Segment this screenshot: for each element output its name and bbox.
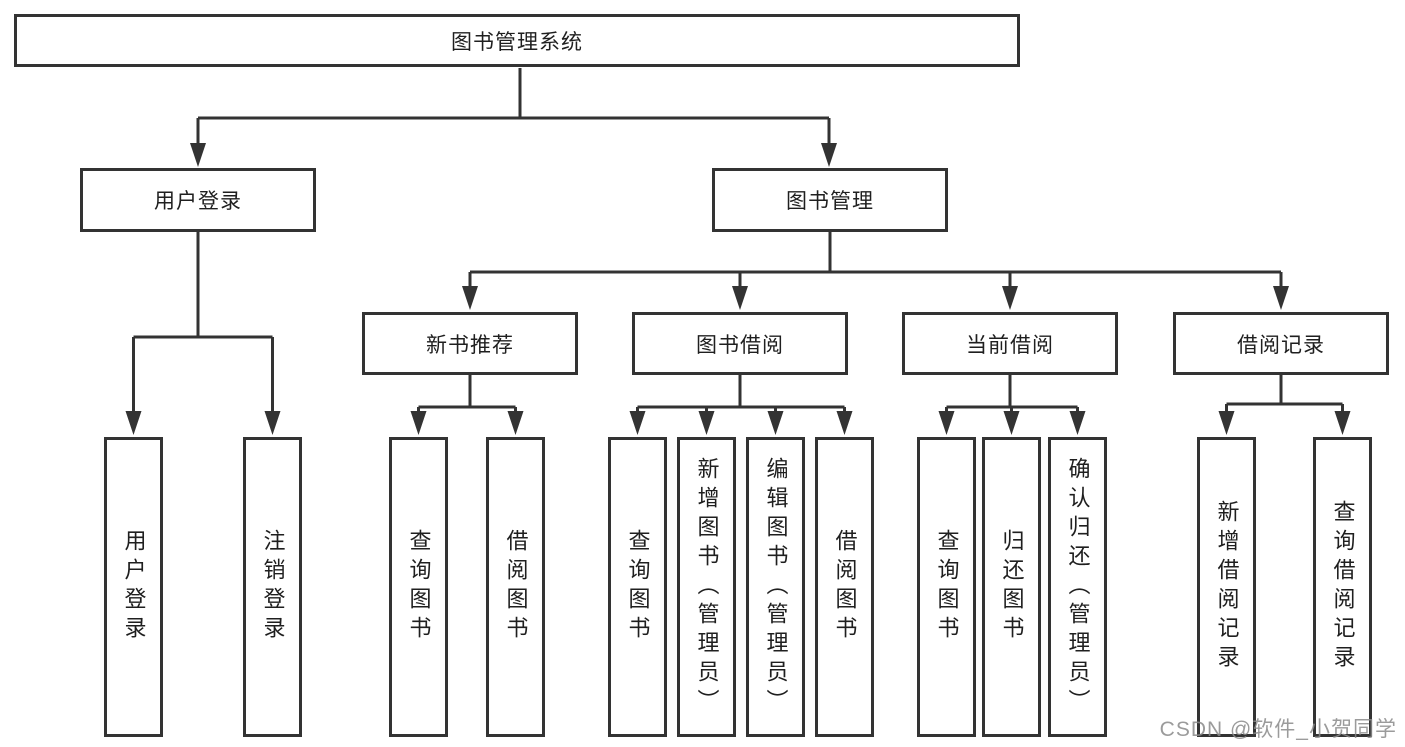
node-book-borrow-label: 图书借阅 bbox=[696, 333, 784, 357]
arrowhead bbox=[1218, 411, 1235, 435]
arrowhead bbox=[264, 411, 281, 435]
leaf-current-confirm-return-admin-label: 确认归还（管理员） bbox=[1065, 456, 1091, 718]
leaf-borrow-edit-books-admin: 编辑图书（管理员） bbox=[746, 437, 805, 737]
arrowhead bbox=[410, 411, 427, 435]
leaf-logout: 注销登录 bbox=[243, 437, 302, 737]
arrowhead bbox=[698, 411, 715, 435]
leaf-current-query-books-label: 查询图书 bbox=[934, 529, 960, 645]
leaf-borrow-add-books-admin: 新增图书（管理员） bbox=[677, 437, 736, 737]
leaf-borrow-query-books-label: 查询图书 bbox=[625, 529, 651, 645]
node-user-login: 用户登录 bbox=[80, 168, 316, 232]
leaf-newbook-query-books-label: 查询图书 bbox=[406, 529, 432, 645]
arrowhead bbox=[1002, 286, 1018, 310]
node-root-system-label: 图书管理系统 bbox=[451, 30, 583, 54]
leaf-current-return-books-label: 归还图书 bbox=[999, 529, 1025, 645]
leaf-records-add-record-label: 新增借阅记录 bbox=[1214, 500, 1240, 674]
arrowhead bbox=[507, 411, 524, 435]
node-book-management-label: 图书管理 bbox=[786, 190, 874, 213]
leaf-borrow-borrow-books: 借阅图书 bbox=[815, 437, 874, 737]
leaf-borrow-add-books-admin-label: 新增图书（管理员） bbox=[694, 456, 720, 718]
arrowhead bbox=[1069, 411, 1086, 435]
leaf-newbook-borrow-books-label: 借阅图书 bbox=[503, 529, 529, 645]
connector-newbook-to-leaves bbox=[410, 375, 524, 435]
arrowhead bbox=[190, 143, 206, 167]
leaf-current-return-books: 归还图书 bbox=[982, 437, 1041, 737]
leaf-newbook-query-books: 查询图书 bbox=[389, 437, 448, 737]
arrowhead bbox=[767, 411, 784, 435]
arrowhead bbox=[125, 411, 142, 435]
arrowhead bbox=[938, 411, 955, 435]
arrowhead bbox=[732, 286, 748, 310]
node-user-login-label: 用户登录 bbox=[154, 190, 242, 213]
node-current-borrow-label: 当前借阅 bbox=[966, 333, 1054, 357]
leaf-current-query-books: 查询图书 bbox=[917, 437, 976, 737]
leaf-user-login: 用户登录 bbox=[104, 437, 163, 737]
arrowhead bbox=[1003, 411, 1020, 435]
leaf-logout-label: 注销登录 bbox=[260, 529, 286, 645]
leaf-newbook-borrow-books: 借阅图书 bbox=[486, 437, 545, 737]
arrowhead bbox=[629, 411, 646, 435]
arrowhead bbox=[1334, 411, 1351, 435]
node-current-borrow: 当前借阅 bbox=[902, 312, 1118, 375]
leaf-borrow-edit-books-admin-label: 编辑图书（管理员） bbox=[763, 456, 789, 718]
node-new-book-recommend-label: 新书推荐 bbox=[426, 333, 514, 357]
arrowhead bbox=[836, 411, 853, 435]
arrowhead bbox=[821, 143, 837, 167]
node-root-system: 图书管理系统 bbox=[14, 14, 1020, 67]
connector-bookborrow-to-leaves bbox=[629, 375, 853, 435]
connector-management-to-level3 bbox=[462, 232, 1289, 310]
node-book-management: 图书管理 bbox=[712, 168, 948, 232]
leaf-user-login-label: 用户登录 bbox=[121, 529, 147, 645]
node-borrow-records-label: 借阅记录 bbox=[1237, 333, 1325, 357]
connector-login-to-leaves bbox=[125, 232, 281, 435]
leaf-borrow-query-books: 查询图书 bbox=[608, 437, 667, 737]
leaf-current-confirm-return-admin: 确认归还（管理员） bbox=[1048, 437, 1107, 737]
node-borrow-records: 借阅记录 bbox=[1173, 312, 1389, 375]
connector-currentborrow-to-leaves bbox=[938, 375, 1086, 435]
connector-records-to-leaves bbox=[1218, 375, 1351, 435]
node-new-book-recommend: 新书推荐 bbox=[362, 312, 578, 375]
csdn-watermark: CSDN @软件_小贺同学 bbox=[1159, 718, 1397, 741]
arrowhead bbox=[462, 286, 478, 310]
arrowhead bbox=[1273, 286, 1289, 310]
leaf-records-query-record: 查询借阅记录 bbox=[1313, 437, 1372, 737]
leaf-records-add-record: 新增借阅记录 bbox=[1197, 437, 1256, 737]
leaf-records-query-record-label: 查询借阅记录 bbox=[1330, 500, 1356, 674]
connector-root-to-level2 bbox=[190, 68, 837, 167]
node-book-borrow: 图书借阅 bbox=[632, 312, 848, 375]
leaf-borrow-borrow-books-label: 借阅图书 bbox=[832, 529, 858, 645]
